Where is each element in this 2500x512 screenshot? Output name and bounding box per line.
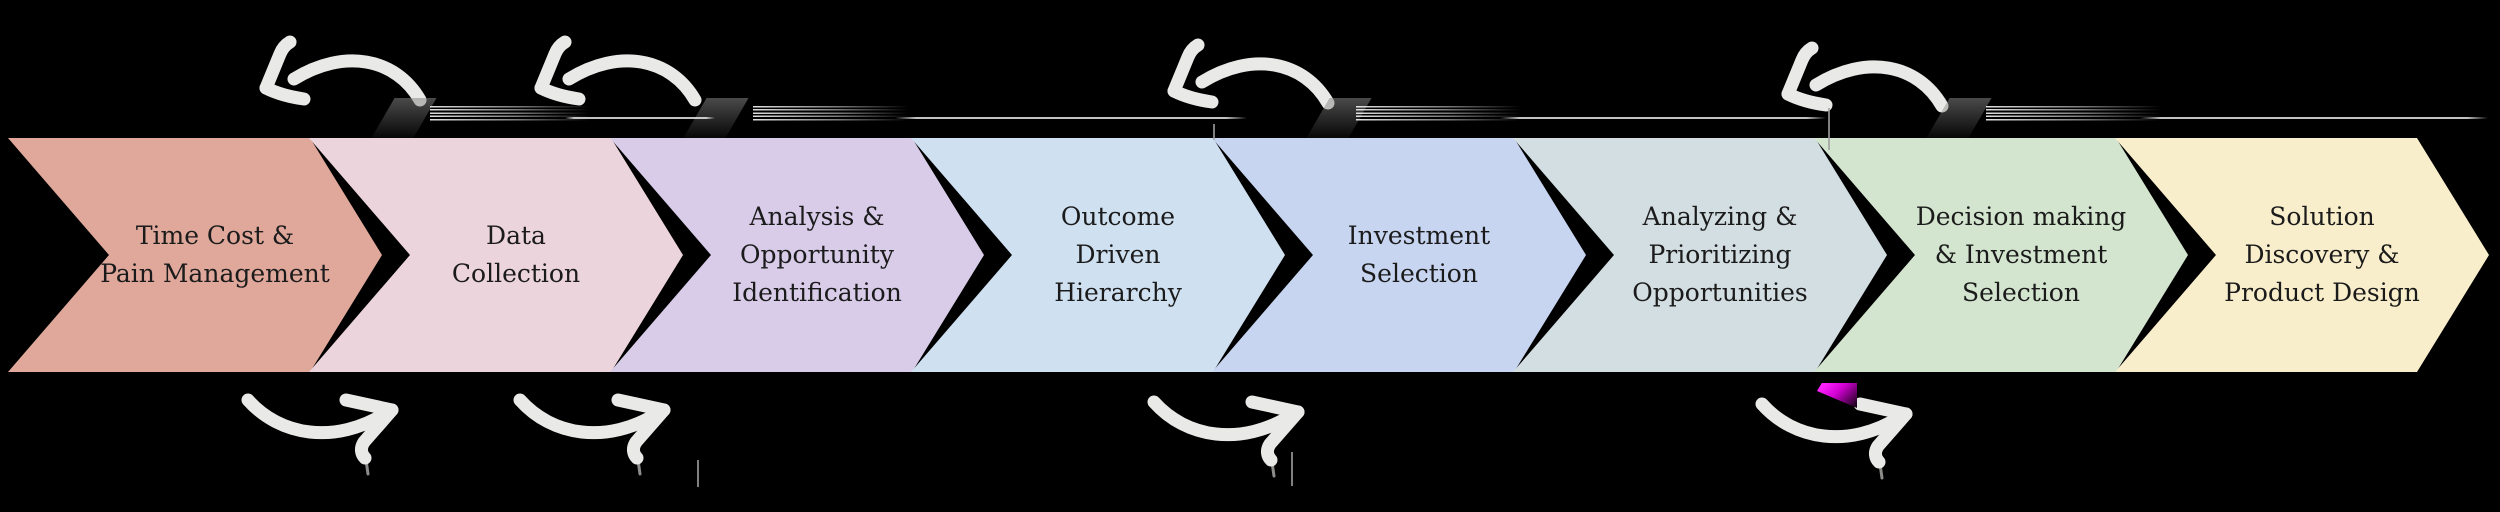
stage-label-line: Product Design <box>2224 278 2420 307</box>
streak-artifact <box>1986 106 2161 122</box>
stage-label-line: Analyzing & <box>1642 202 1798 231</box>
stage-label-line: Selection <box>1360 259 1478 288</box>
stage-label-line: Discovery & <box>2244 240 2400 269</box>
stage-label-line: Analysis & <box>749 202 885 231</box>
stage-label: Investment Selection <box>1269 138 1569 372</box>
streak-artifact <box>753 106 908 122</box>
streak-artifact <box>430 106 590 122</box>
stage-label-line: Opportunities <box>1632 278 1808 307</box>
stage-label-line: Investment <box>1347 221 1491 250</box>
streak-line <box>2140 117 2488 119</box>
streak-artifact <box>1356 106 1521 122</box>
loop-forward-arrow-icon <box>1146 390 1331 480</box>
stage-label-line: Data <box>486 221 546 250</box>
streak-line <box>895 117 1247 119</box>
stage-label-line: Opportunity <box>740 240 894 269</box>
stage-label-line: Identification <box>732 278 902 307</box>
stage-label-line: Driven <box>1075 240 1161 269</box>
stage-label: Outcome Driven Hierarchy <box>968 138 1268 372</box>
stage-label: Analyzing & Prioritizing Opportunities <box>1570 138 1870 372</box>
loop-back-arrow-icon <box>1766 38 1951 123</box>
stage-label-line: Prioritizing <box>1648 240 1792 269</box>
chevron-stage-6: Analyzing & Prioritizing Opportunities <box>1513 138 1887 372</box>
chevron-stage-3: Analysis & Opportunity Identification <box>610 138 984 372</box>
hairline-artifact <box>1828 108 1830 150</box>
stage-label-line: Selection <box>1962 278 2080 307</box>
stage-label-line: Solution <box>2269 202 2375 231</box>
loop-back-arrow-icon <box>1152 35 1337 120</box>
stage-label: Solution Discovery & Product Design <box>2172 138 2472 372</box>
stage-label-line: & Investment <box>1934 240 2108 269</box>
hairline-artifact <box>697 460 699 487</box>
streak-line <box>565 117 715 119</box>
stage-label-line: Collection <box>451 259 581 288</box>
stage-label-line: Outcome <box>1060 202 1176 231</box>
stage-label: Analysis & Opportunity Identification <box>667 138 967 372</box>
stage-label-line: Time Cost & <box>135 221 295 250</box>
loop-forward-arrow-icon <box>1754 392 1939 482</box>
stage-label: Decision making & Investment Selection <box>1871 138 2171 372</box>
stage-label-line: Hierarchy <box>1054 278 1182 307</box>
chevron-stage-1: Time Cost & Pain Management <box>8 138 382 372</box>
hairline-artifact <box>1291 452 1293 486</box>
stage-label: Data Collection <box>366 138 666 372</box>
loop-forward-arrow-icon <box>240 388 425 478</box>
loop-forward-arrow-icon <box>512 388 697 478</box>
stage-label-line: Pain Management <box>100 259 330 288</box>
hairline-artifact <box>1213 124 1215 140</box>
stage-label: Time Cost & Pain Management <box>65 138 365 372</box>
stage-label-line: Decision making <box>1915 202 2127 231</box>
loop-back-arrow-icon <box>519 32 704 117</box>
streak-line <box>1500 117 1826 119</box>
